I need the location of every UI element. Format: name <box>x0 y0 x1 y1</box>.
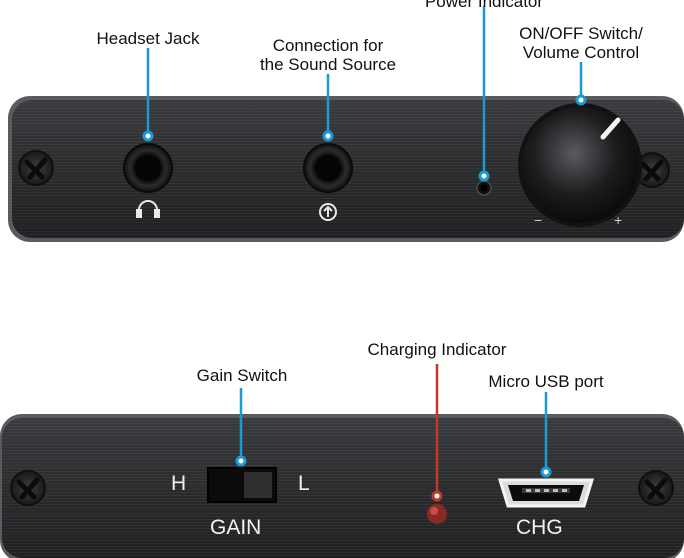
screw-icon <box>638 470 674 506</box>
bottom-panel <box>0 414 684 558</box>
sound-source-jack[interactable] <box>303 143 353 193</box>
connection-label: Connection for the Sound Source <box>238 36 418 74</box>
power-indicator-label: Power Indicator <box>424 0 544 11</box>
volume-knob[interactable] <box>518 103 642 227</box>
gain-l-label: L <box>298 472 310 495</box>
screw-icon <box>10 470 46 506</box>
gain-text: GAIN <box>210 516 262 539</box>
callout-lines <box>142 6 587 478</box>
power-indicator-led <box>476 180 492 196</box>
headphone-icon <box>136 200 160 218</box>
screw-icon <box>18 150 54 186</box>
chg-text: CHG <box>516 516 563 539</box>
headset-jack[interactable] <box>123 143 173 193</box>
micro-usb-label: Micro USB port <box>488 372 604 391</box>
onoff-label-line2: Volume Control <box>522 43 640 62</box>
micro-usb-port[interactable] <box>497 478 595 508</box>
charging-indicator-led <box>427 504 447 524</box>
gain-switch[interactable] <box>207 467 277 503</box>
connection-label-line2: the Sound Source <box>259 55 397 74</box>
gain-h-label: H <box>171 472 187 495</box>
knob-plus-mark: + <box>614 212 623 228</box>
top-panel <box>8 96 684 242</box>
charging-indicator-label: Charging Indicator <box>367 340 507 359</box>
knob-minus-mark: − <box>534 212 543 228</box>
connection-label-line1: Connection for <box>272 36 384 55</box>
charging-callout-line <box>431 364 443 502</box>
onoff-label-line1: ON/OFF Switch/ <box>519 24 643 43</box>
onoff-label: ON/OFF Switch/ Volume Control <box>500 24 662 62</box>
headset-jack-label: Headset Jack <box>96 29 200 48</box>
audio-input-icon <box>319 203 337 221</box>
gain-switch-label: Gain Switch <box>196 366 288 385</box>
